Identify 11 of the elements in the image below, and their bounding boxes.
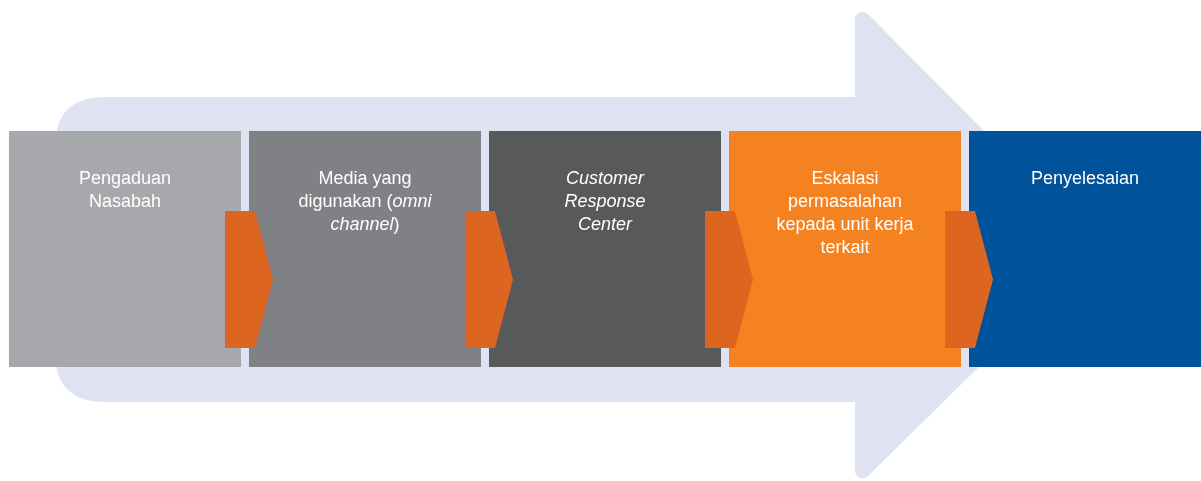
chevron-arrow bbox=[225, 211, 273, 348]
step-label: Eskalasi permasalahan kepada unit kerja terkait bbox=[775, 167, 915, 259]
step-label: Pengaduan Nasabah bbox=[77, 167, 173, 213]
chevron-arrow bbox=[465, 211, 513, 348]
step-label: Penyelesaian bbox=[1030, 167, 1140, 190]
step-label: Customer Response Center bbox=[563, 167, 647, 236]
process-box bbox=[969, 131, 1201, 367]
chevron-arrow bbox=[705, 211, 753, 348]
chevron-arrow bbox=[945, 211, 993, 348]
process-box bbox=[9, 131, 241, 367]
step-label: Media yang digunakan (omni channel) bbox=[297, 167, 433, 236]
